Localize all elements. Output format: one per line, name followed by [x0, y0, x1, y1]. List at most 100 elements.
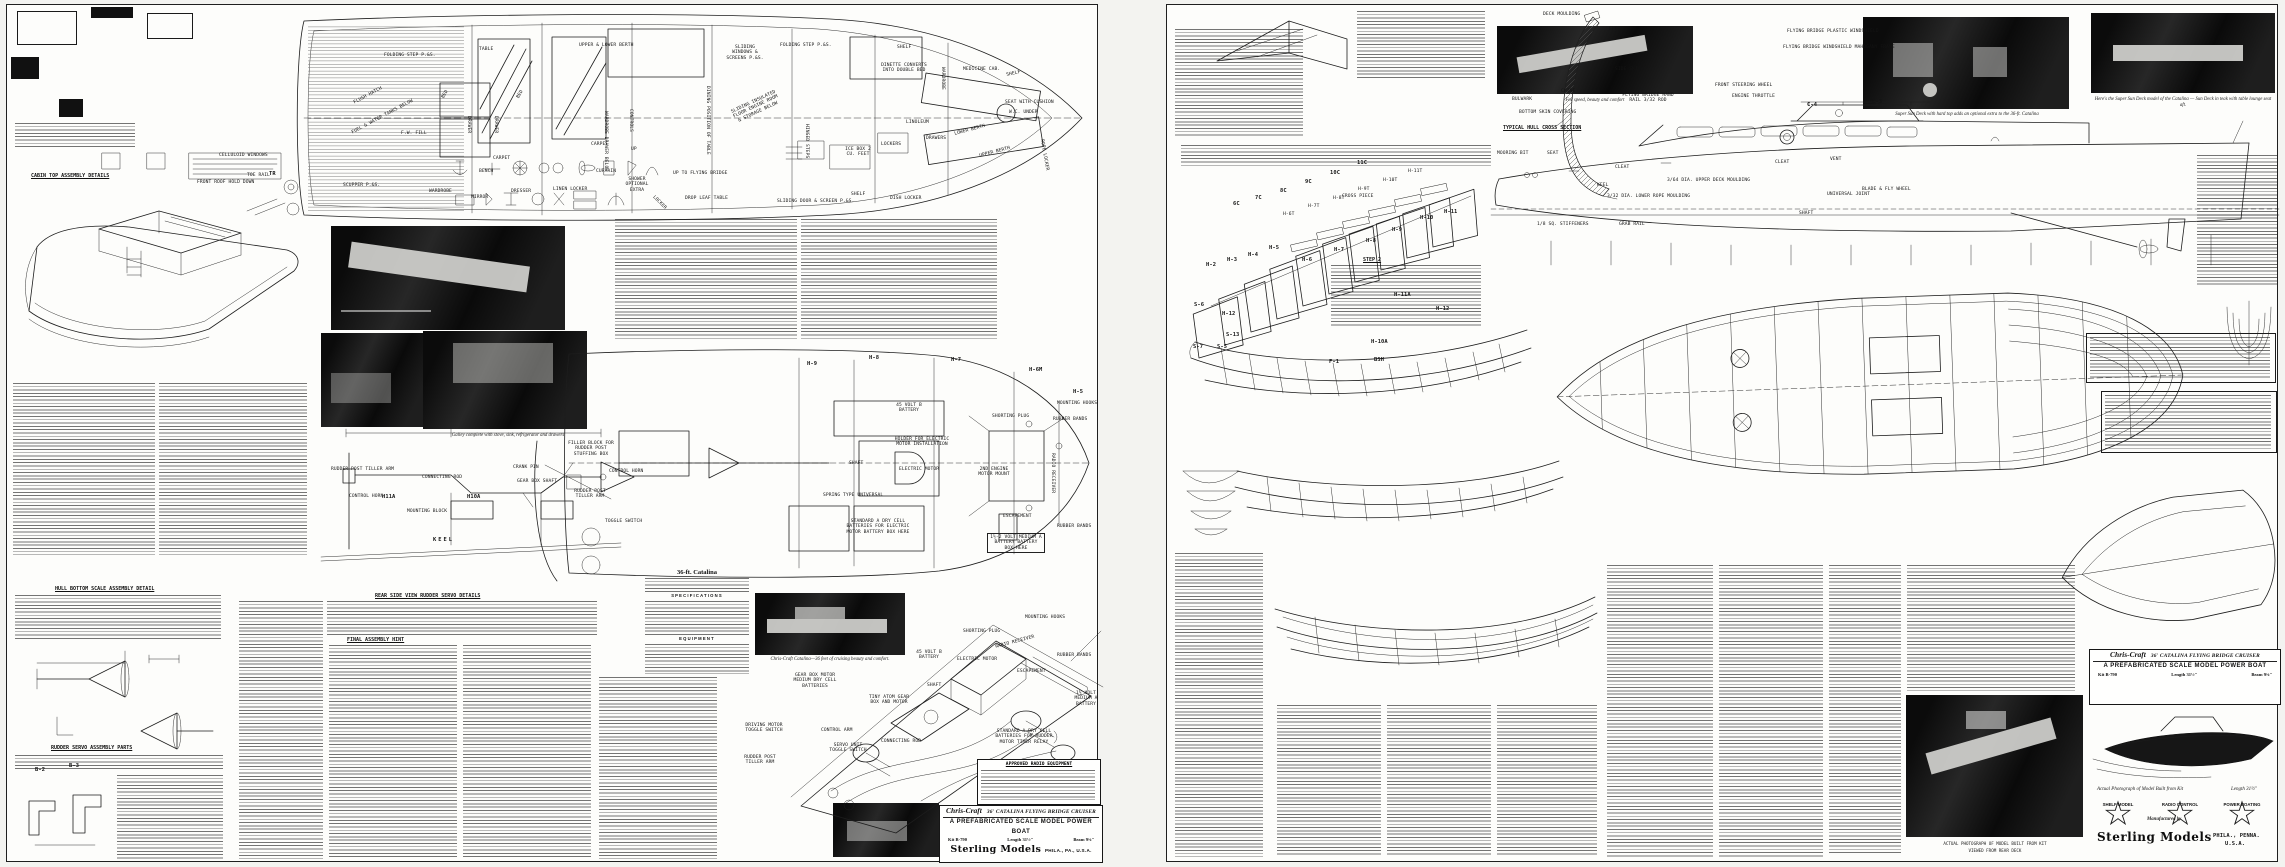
star-label: RADIO CONTROL — [2161, 802, 2199, 807]
servo-label: RUDDER POST TILLER ARM — [574, 489, 606, 500]
deck-label: SHELF — [897, 45, 912, 50]
persp1-label: F-1 — [1329, 359, 1340, 365]
iso-label: RUDDER POST TILLER ARM — [744, 755, 776, 766]
text-column — [159, 383, 307, 555]
plan2-label: RUBBER BANDS — [1053, 417, 1088, 422]
text-column — [15, 755, 223, 771]
deck-label: SHOWER OPTIONAL EXTRA — [625, 177, 649, 193]
manufactured-by: Manufactured by — [2147, 817, 2182, 822]
text-column — [13, 383, 155, 555]
text-column — [1357, 11, 1485, 79]
maker-name: Sterling Models — [2097, 830, 2212, 844]
persp1-label: S-13 — [1226, 332, 1240, 338]
registration-mark — [91, 7, 133, 18]
parts-detail-drawing — [36, 650, 214, 750]
deck-label: DRAWERS — [926, 136, 947, 141]
elev-label: 3/32 DIA. LOWER ROPE MOULDING — [1607, 194, 1691, 199]
deck-label: SEAT WITH CUSHION — [1005, 100, 1054, 105]
star-icon: ☆ — [2164, 794, 2196, 834]
plan2-label: ESCAPEMENT — [1003, 514, 1032, 519]
plan2-label: 2ND ENGINE MOTOR MOUNT — [978, 467, 1010, 478]
section-label: BULWARK — [1512, 97, 1533, 102]
star-label: POWER BOATING — [2223, 802, 2261, 807]
spec-equipment-heading: EQUIPMENT — [679, 636, 715, 642]
plan2-label: H-8 — [869, 355, 880, 361]
text-column — [1907, 565, 2075, 691]
servo-label: KEEL — [433, 537, 454, 543]
deck-label: WARDROBE — [940, 67, 945, 90]
part-outline — [147, 13, 193, 39]
section-heading: REAR SIDE VIEW RUDDER SERVO DETAILS — [375, 593, 481, 599]
deck-label: ICE BOX 2 CU. FEET — [845, 147, 871, 158]
persp-label: TR — [269, 171, 276, 177]
part-silhouette — [11, 57, 39, 79]
radio-install-isometric — [790, 624, 1104, 834]
elev-label: SEAT — [1547, 151, 1559, 156]
maker-location: PHILA., PA., U.S.A. — [1044, 848, 1092, 854]
frame-label: H-7T — [1308, 204, 1320, 209]
iso-label: RUBBER BANDS — [1057, 653, 1092, 658]
servo-label: H11A — [382, 494, 396, 500]
servo-label: TOGGLE SWITCH — [605, 519, 643, 524]
plan2-label: H-9 — [807, 361, 818, 367]
deck-label: MEDICINE CAB. — [963, 67, 1001, 72]
title-banner: Chris-Craft 36' CATALINA FLYING BRIDGE C… — [2093, 651, 2277, 663]
persp1-label: S-6 — [1194, 302, 1205, 308]
text-column — [1181, 145, 1491, 167]
speedboat-rendering — [2092, 716, 2274, 778]
elev-label: MOORING BIT — [1497, 151, 1529, 156]
star-label: SHELF MODEL — [2102, 802, 2134, 807]
photo-caption: ACTUAL PHOTOGRAPH OF MODEL BUILT FROM KI… — [1943, 841, 2047, 846]
station-sections — [1182, 470, 1240, 536]
maker-location: PHILA., PENNA. — [2213, 833, 2260, 839]
plan2-label: H-7 — [951, 357, 962, 363]
elev-label: FLYING BRIDGE PLASTIC WINDSHIELD — [1787, 29, 1879, 34]
kit-number: Kit B-790 — [948, 837, 968, 843]
plan-title: 36' CATALINA FLYING BRIDGE CRUISER — [986, 809, 1096, 815]
deck-label: SLIDING DOOR & SCREEN P.&S. — [777, 199, 855, 204]
deck-label: DISH LOCKER — [890, 196, 922, 201]
persp1-label: H-10A — [1371, 339, 1388, 345]
elev-label: CLEAT — [1775, 160, 1790, 165]
plan2-label: ELECTRIC MOTOR — [899, 467, 940, 472]
servo-label: GEAR BOX SHAFT — [517, 479, 558, 484]
teak-deck-photo — [2091, 13, 2275, 93]
section-heading: HULL BOTTOM SCALE ASSEMBLY DETAIL — [55, 586, 155, 592]
note-text — [15, 123, 135, 149]
frame-label: H-8 — [1366, 238, 1377, 244]
frame-label: H-7 — [1334, 247, 1345, 253]
servo-label: CONNECTING ROD — [422, 475, 463, 480]
frame-label: H-5 — [1269, 245, 1280, 251]
section-heading: RUDDER SERVO ASSEMBLY PARTS — [51, 745, 133, 751]
script-caption: Actual Photograph of Model Built from Ki… — [2097, 787, 2184, 792]
text-column — [327, 601, 597, 637]
deck-label: SHELF — [851, 192, 866, 197]
frame-label: 8C — [1280, 188, 1287, 194]
elev-label: SHAFT — [1799, 211, 1814, 216]
persp1-label: BSH — [1374, 357, 1385, 363]
section-heading: FINAL ASSEMBLY HINT — [347, 637, 405, 643]
part-outline — [17, 11, 77, 45]
text-column — [801, 219, 997, 341]
left-plan-sheet: FOLDING STEP P.&S. FLUSH HATCH FUEL & WA… — [6, 4, 1104, 863]
deck-label: DINING POSITION OF TABLE — [705, 86, 710, 155]
cutaway-model-photo — [331, 226, 565, 330]
title-banner: Chris-Craft 36' CATALINA FLYING BRIDGE C… — [943, 807, 1099, 819]
text-column — [15, 595, 221, 639]
maker-name: Sterling Models — [950, 844, 1042, 856]
iso-label: ELECTRIC MOTOR — [957, 657, 998, 662]
part-silhouette — [59, 99, 83, 117]
body-plan-sections — [2226, 300, 2272, 366]
text-column — [615, 219, 797, 341]
frames-exploded-drawing — [1192, 183, 1478, 359]
step-heading: STEP 2 — [1363, 257, 1382, 263]
deck-label: SLIDING WINDOWS & SCREENS P.&S. — [726, 45, 764, 61]
iso-label: 45 VOLT B BATTERY — [916, 650, 942, 661]
side-elevation — [1490, 101, 2280, 266]
elev-label: FRONT STEERING WHEEL — [1715, 83, 1773, 88]
section-label: SHEER — [1609, 27, 1624, 32]
promo-star-radio: ☆ RADIO CONTROL — [2157, 795, 2203, 835]
elev-label: 3/64 DIA. UPPER DECK MOULDING — [1667, 178, 1751, 183]
plan2-label: 45 VOLT B BATTERY — [896, 403, 922, 414]
